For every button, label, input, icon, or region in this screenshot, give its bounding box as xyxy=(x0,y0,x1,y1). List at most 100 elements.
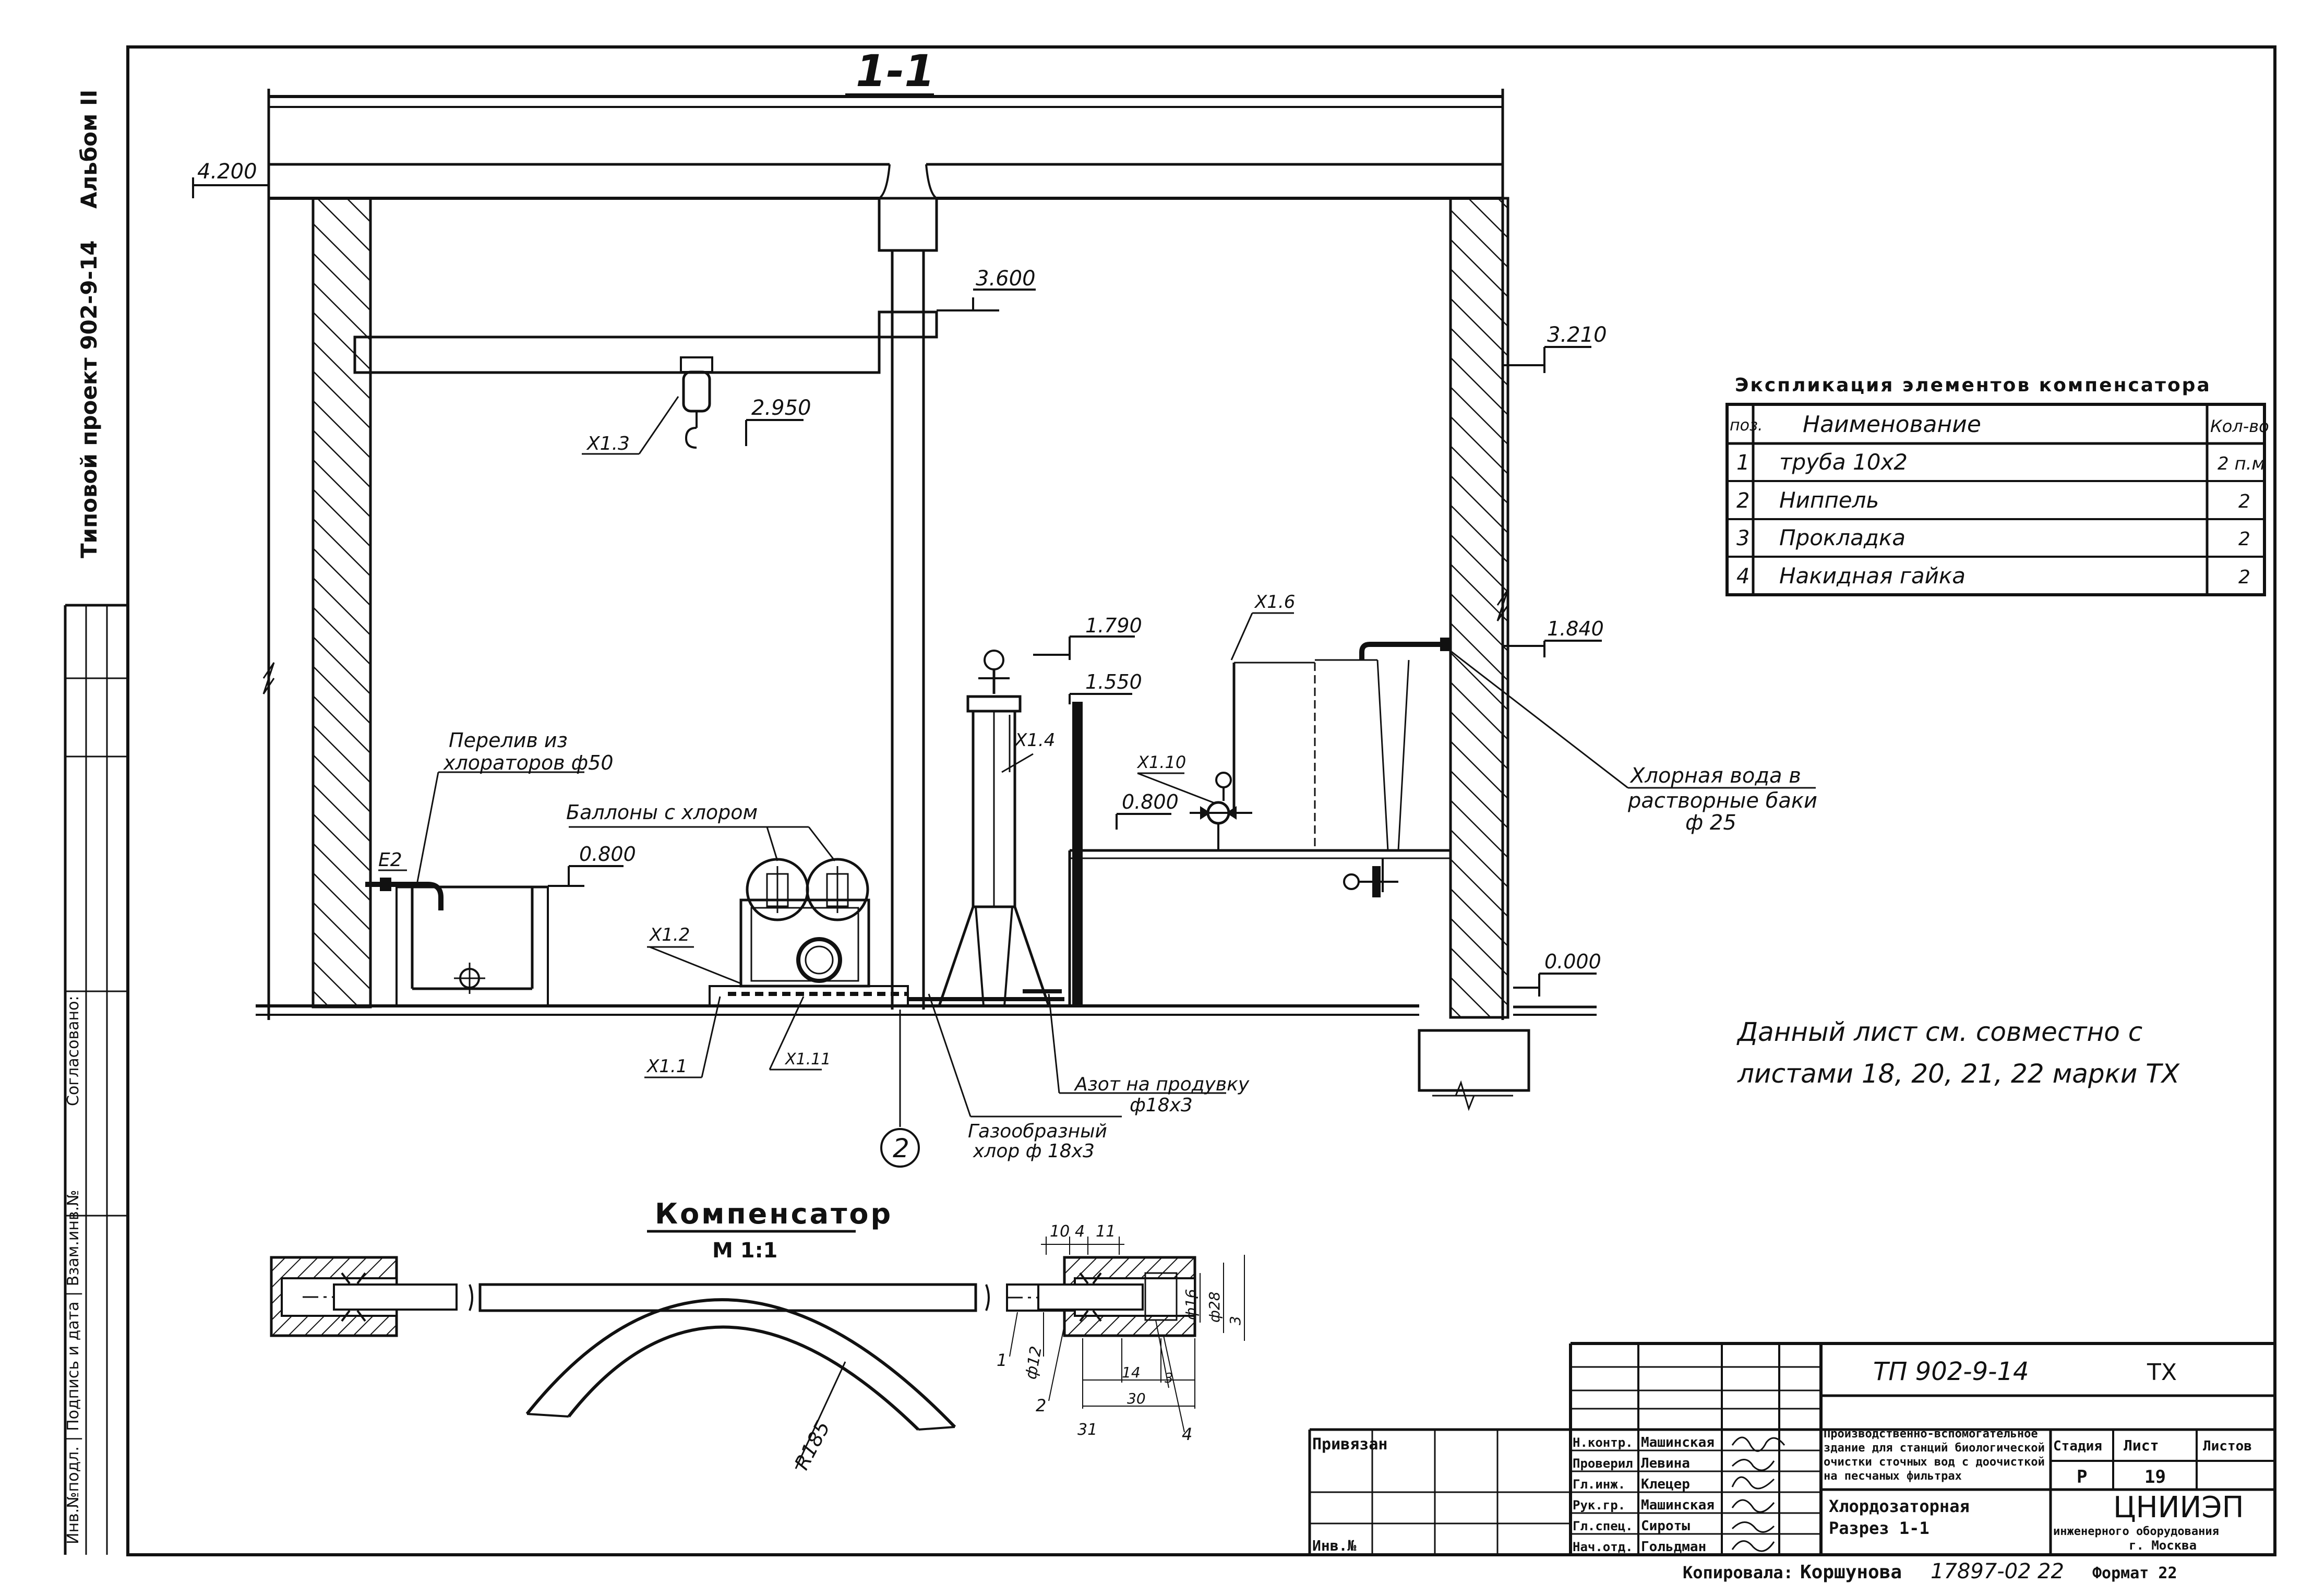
svg-text:Проверил: Проверил xyxy=(1573,1456,1633,1471)
signatures xyxy=(1731,1436,1785,1552)
svg-text:Машинская: Машинская xyxy=(1641,1497,1715,1513)
tb-linked: Привязан xyxy=(1312,1435,1388,1454)
svg-text:3.600: 3.600 xyxy=(976,267,1036,291)
margin-inv-strip: Инв.№подл. | Подпись и дата | Взам.инв.№ xyxy=(64,1190,82,1544)
building-section: 2 xyxy=(256,89,1597,1168)
callout-nitrogen-2: ф18х3 xyxy=(1130,1095,1193,1116)
tb-object-3: очистки сточных вод с доочисткой xyxy=(1824,1456,2045,1469)
title-block: Привязан Инв.№ ТП 902-9-14 ТХ Н.контр. М… xyxy=(1308,1342,2275,1555)
level-0800-right: 0.800 xyxy=(1116,790,1179,830)
sheet-note: Данный лист см. совместно с листами 18, … xyxy=(1736,1017,2180,1089)
svg-text:3: 3 xyxy=(1736,526,1749,550)
tb-sheets-h: Листов xyxy=(2203,1438,2252,1454)
level-4200: 4.200 xyxy=(192,160,269,198)
tb-staff-row: Н.контр. Машинская xyxy=(1573,1435,1715,1450)
compensator-detail: Компенсатор М 1:1 R185 xyxy=(270,1197,1245,1473)
svg-text:Гл.инж.: Гл.инж. xyxy=(1573,1477,1625,1492)
margin-album: Альбом II xyxy=(76,90,102,209)
chlorinator: X1.4 Газообразный хлор ф 18х3 Азот на пр… xyxy=(908,650,1250,1162)
callout-overflow-1: Перелив из xyxy=(449,729,568,752)
overflow-tank: E2 Перелив из хлораторов ф50 xyxy=(365,729,614,1004)
callout-x1-6: X1.6 xyxy=(1254,592,1295,613)
level-0000: 0.000 xyxy=(1513,950,1601,997)
callout-x1-1: X1.1 xyxy=(646,1056,687,1077)
svg-text:1: 1 xyxy=(997,1350,1007,1370)
right-nut: 10 4 11 ф16 ф28 3 14 30 31 ф12 1 xyxy=(997,1222,1245,1444)
left-margin: Типовой проект 902-9-14 Альбом II Соглас… xyxy=(64,90,128,1555)
callout-overflow-2: хлораторов ф50 xyxy=(443,751,614,774)
compensator-title: Компенсатор xyxy=(655,1197,893,1230)
svg-text:ф12: ф12 xyxy=(1022,1345,1046,1381)
note-line-1: Данный лист см. совместно с xyxy=(1736,1017,2142,1047)
margin-agreed: Согласовано: xyxy=(64,995,82,1106)
compensator-scale: М 1:1 xyxy=(712,1239,777,1263)
margin-project: Типовой проект 902-9-14 xyxy=(76,240,102,558)
svg-text:ф28: ф28 xyxy=(1206,1291,1223,1323)
spec-header-name: Наименование xyxy=(1803,411,1981,438)
svg-text:1.840: 1.840 xyxy=(1547,617,1604,640)
level-3210: 3.210 xyxy=(1503,323,1607,373)
svg-text:11: 11 xyxy=(1096,1222,1116,1241)
level-1790: 1.790 xyxy=(1033,614,1142,660)
spec-header-qty: Кол-во xyxy=(2210,416,2269,436)
svg-text:Нач.отд.: Нач.отд. xyxy=(1573,1540,1633,1554)
svg-text:3: 3 xyxy=(1165,1371,1173,1386)
footer: Копировала: Коршунова 17897-02 22 Формат… xyxy=(1683,1559,2177,1583)
svg-text:2: 2 xyxy=(1736,489,1749,513)
svg-text:Ниппель: Ниппель xyxy=(1779,487,1879,513)
svg-text:10: 10 xyxy=(1050,1222,1070,1241)
section-title: 1-1 xyxy=(845,45,935,97)
tb-sheet-name-2: Разрез 1-1 xyxy=(1829,1518,1930,1538)
hoist: X1.3 xyxy=(582,356,713,455)
tb-stage: Р xyxy=(2077,1467,2087,1487)
spec-row: 3 Прокладка 2 xyxy=(1736,525,2250,550)
callout-chlor-water-3: ф 25 xyxy=(1685,811,1736,835)
tb-inv-no: Инв.№ xyxy=(1312,1537,1356,1554)
axis-marker: 2 xyxy=(893,1133,909,1163)
callout-nitrogen-1: Азот на продувку xyxy=(1074,1074,1250,1095)
svg-text:3.210: 3.210 xyxy=(1547,323,1607,347)
svg-text:труба 10х2: труба 10х2 xyxy=(1779,449,1908,475)
svg-text:1.790: 1.790 xyxy=(1085,614,1142,637)
svg-text:Гл.спец.: Гл.спец. xyxy=(1573,1519,1633,1533)
tb-code: ТП 902-9-14 xyxy=(1873,1357,2029,1386)
svg-text:14: 14 xyxy=(1122,1364,1141,1381)
callout-gas-chlorine-2: хлор ф 18х3 xyxy=(973,1141,1095,1162)
level-1550: 1.550 xyxy=(1069,670,1142,704)
svg-text:Сироты: Сироты xyxy=(1641,1518,1690,1534)
svg-text:1.550: 1.550 xyxy=(1085,670,1142,693)
svg-text:Н.контр.: Н.контр. xyxy=(1573,1435,1633,1450)
svg-text:2: 2 xyxy=(2238,567,2250,588)
tb-staff-row: Гл.спец. Сироты xyxy=(1573,1518,1690,1534)
footer-number: 17897-02 xyxy=(1931,1559,2031,1583)
svg-text:4.200: 4.200 xyxy=(197,160,257,184)
svg-text:30: 30 xyxy=(1127,1390,1146,1407)
svg-text:4: 4 xyxy=(1182,1424,1192,1444)
level-0800-left: 0.800 xyxy=(548,843,636,887)
level-marks: 4.200 3.600 3.210 2.950 1.790 xyxy=(192,160,1607,997)
svg-text:Машинская: Машинская xyxy=(1641,1435,1715,1450)
svg-text:2: 2 xyxy=(2238,491,2250,512)
note-line-2: листами 18, 20, 21, 22 марки ТХ xyxy=(1737,1059,2180,1089)
callout-x1-2: X1.2 xyxy=(649,925,690,945)
level-1840: 1.840 xyxy=(1503,617,1604,657)
tb-mark: ТХ xyxy=(2147,1359,2177,1386)
footer-copied-name: Коршунова xyxy=(1800,1562,1902,1583)
tb-sheet-name-1: Хлордозаторная xyxy=(1829,1496,1970,1516)
chlorine-cylinders: Баллоны с хлором X1.2 X1.1 X1.11 xyxy=(566,801,909,1078)
callout-chlor-water-1: Хлорная вода в xyxy=(1629,764,1801,788)
callout-cylinders: Баллоны с хлором xyxy=(566,801,758,824)
left-nut xyxy=(270,1256,458,1337)
tb-org-3: г. Москва xyxy=(2129,1538,2197,1553)
callout-x1-4: X1.4 xyxy=(1014,730,1055,751)
footer-num2: 22 xyxy=(2038,1559,2064,1583)
svg-text:1: 1 xyxy=(1736,451,1749,475)
tb-stage-h: Стадия xyxy=(2053,1438,2102,1454)
callout-x1-10: X1.10 xyxy=(1136,752,1186,772)
spec-row: 4 Накидная гайка 2 xyxy=(1736,563,2250,589)
spec-row: 1 труба 10х2 2 п.м xyxy=(1736,449,2265,475)
spec-table: Экспликация элементов компенсатора поз. … xyxy=(1725,375,2269,596)
svg-text:2 п.м: 2 п.м xyxy=(2218,453,2265,474)
svg-text:Гольдман: Гольдман xyxy=(1641,1539,1706,1555)
tb-object-4: на песчаных фильтрах xyxy=(1824,1470,1962,1483)
